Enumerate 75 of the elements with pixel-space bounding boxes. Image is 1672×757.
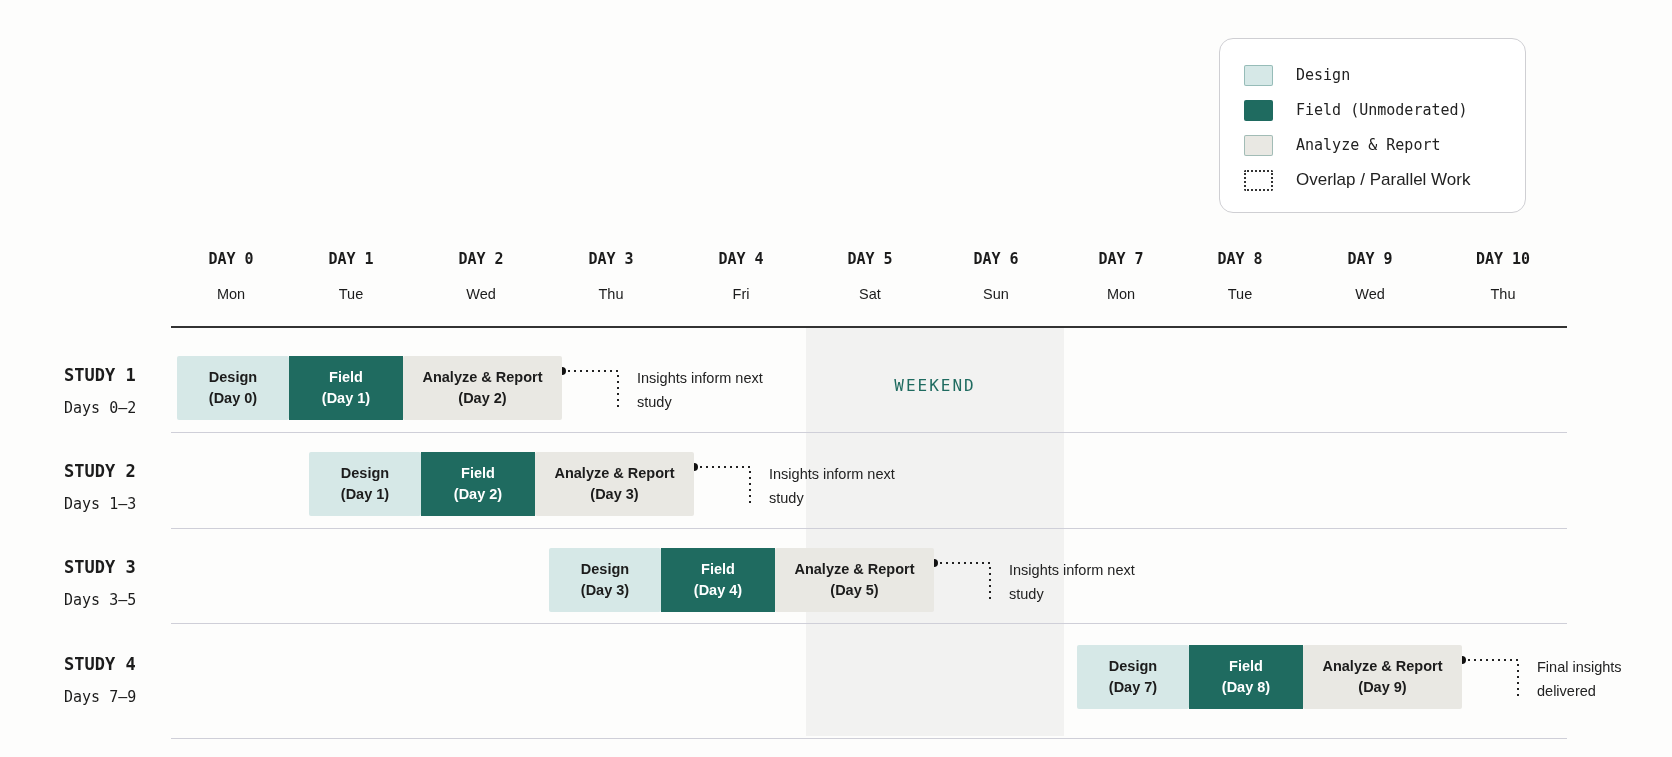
day-label: DAY 9 (1347, 250, 1393, 268)
study-label: STUDY 3 (64, 557, 136, 577)
weekday-label: Tue (338, 286, 364, 302)
phase-name: Field (701, 560, 735, 578)
legend-text: Design (1296, 66, 1351, 84)
weekday-label: Wed (466, 286, 496, 302)
weekday-label: Fri (732, 286, 750, 302)
phase-name: Analyze & Report (794, 560, 915, 578)
day-label: DAY 0 (208, 250, 254, 268)
legend-text: Analyze & Report (1296, 136, 1441, 154)
day-text: (Day 3) (590, 486, 639, 504)
design-phase-bar (177, 356, 289, 420)
day-label: DAY 1 (328, 250, 374, 268)
design-phase-bar (549, 548, 661, 612)
phase-name: Analyze & Report (554, 464, 675, 482)
phase-name: Field (461, 464, 495, 482)
day-text: (Day 0) (208, 390, 258, 408)
design-phase-bar (1077, 645, 1189, 709)
day-text: (Day 2) (453, 486, 503, 504)
design-phase-bar (309, 452, 421, 516)
analyze-phase-bar (1303, 645, 1462, 709)
note-text: Insights inform next study (637, 369, 763, 412)
day-text: (Day 5) (830, 582, 879, 600)
study-range: Days 7–9 (64, 688, 137, 706)
day-text: (Day 8) (1221, 679, 1271, 697)
phase-name: Design (208, 368, 258, 386)
note-text: Insights inform next study (769, 465, 895, 508)
analyze-phase-bar (403, 356, 562, 420)
day-label: DAY 3 (588, 250, 634, 268)
analyze-phase-bar (535, 452, 694, 516)
day-text: (Day 3) (580, 582, 630, 600)
field-phase-bar (661, 548, 775, 612)
analyze-phase-bar (775, 548, 934, 612)
weekend-label: WEEKEND (894, 376, 976, 395)
day-text: (Day 9) (1358, 679, 1407, 697)
study-range: Days 0–2 (64, 399, 137, 417)
weekday-label: Thu (598, 286, 624, 302)
weekday-label: Thu (1490, 286, 1516, 302)
field-phase-bar (1189, 645, 1303, 709)
phase-name: Field (329, 368, 363, 386)
weekday-label: Sat (859, 286, 881, 302)
day-text: (Day 1) (321, 390, 371, 408)
weekday-label: Mon (1106, 286, 1136, 302)
study-label: STUDY 1 (64, 365, 136, 385)
day-label: DAY 10 (1475, 250, 1531, 268)
phase-name: Design (1108, 657, 1158, 675)
field-phase-bar (289, 356, 403, 420)
study-label: STUDY 4 (64, 654, 136, 674)
weekday-label: Sun (983, 286, 1009, 302)
note-text: Insights inform next study (1009, 561, 1135, 604)
day-label: DAY 2 (458, 250, 504, 268)
day-label: DAY 5 (847, 250, 893, 268)
day-label: DAY 8 (1217, 250, 1263, 268)
day-text: (Day 2) (458, 390, 507, 408)
day-label: DAY 4 (718, 250, 764, 268)
day-label: DAY 6 (973, 250, 1019, 268)
study-label: STUDY 2 (64, 461, 136, 481)
weekday-label: Mon (216, 286, 246, 302)
field-phase-bar (421, 452, 535, 516)
study-range: Days 1–3 (64, 495, 137, 513)
phase-name: Analyze & Report (1322, 657, 1443, 675)
note-text: Final insights delivered (1537, 658, 1623, 701)
weekday-label: Wed (1355, 286, 1385, 302)
phase-name: Design (580, 560, 630, 578)
phase-name: Analyze & Report (422, 368, 543, 386)
day-text: (Day 7) (1108, 679, 1158, 697)
day-label: DAY 7 (1098, 250, 1144, 268)
study-range: Days 3–5 (64, 591, 137, 609)
phase-name: Design (340, 464, 390, 482)
phase-name: Field (1229, 657, 1263, 675)
legend-text: Field (Unmoderated) (1296, 101, 1468, 119)
weekday-label: Tue (1227, 286, 1253, 302)
legend-text: Overlap / Parallel Work (1296, 170, 1471, 190)
day-text: (Day 4) (693, 582, 743, 600)
day-text: (Day 1) (340, 486, 390, 504)
